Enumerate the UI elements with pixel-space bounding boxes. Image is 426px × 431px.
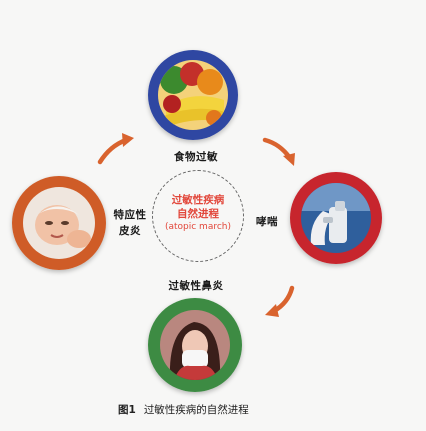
atopic-dermatitis-label-line2: 皮炎 bbox=[119, 225, 141, 237]
asthma-node bbox=[290, 172, 382, 264]
allergic-rhinitis-label: 过敏性鼻炎 bbox=[168, 280, 224, 292]
woman-blowing-nose-photo-icon bbox=[160, 310, 230, 380]
figure-caption-text: 过敏性疾病的自然进程 bbox=[143, 404, 249, 416]
asthma-label: 哮喘 bbox=[256, 216, 278, 228]
fruit-vegetable-photo-icon bbox=[158, 60, 228, 130]
center-title: 过敏性疾病 自然进程 (atopic march) bbox=[150, 193, 246, 234]
center-dashed-circle bbox=[152, 170, 244, 262]
center-title-line3: (atopic march) bbox=[164, 222, 232, 232]
atopic-dermatitis-label-line1: 特应性 bbox=[113, 209, 147, 221]
food-allergy-node bbox=[148, 50, 238, 140]
allergic-rhinitis-node bbox=[148, 298, 242, 392]
arrow-food-to-asthma bbox=[262, 137, 295, 166]
baby-photo-icon bbox=[23, 187, 95, 259]
arrow-asthma-to-rhinitis bbox=[265, 285, 295, 317]
atopic-dermatitis-node bbox=[12, 176, 106, 270]
center-title-line1: 过敏性疾病 bbox=[171, 194, 225, 206]
inhaler-photo-icon bbox=[301, 183, 371, 253]
food-allergy-label: 食物过敏 bbox=[174, 151, 218, 163]
arrow-derm-to-food bbox=[97, 133, 134, 165]
center-title-line2: 自然进程 bbox=[177, 208, 219, 220]
atopic-dermatitis-label: 特应性 皮炎 bbox=[113, 207, 147, 239]
figure-number: 图1 bbox=[118, 404, 136, 416]
figure-caption: 图1 过敏性疾病的自然进程 bbox=[118, 402, 249, 417]
